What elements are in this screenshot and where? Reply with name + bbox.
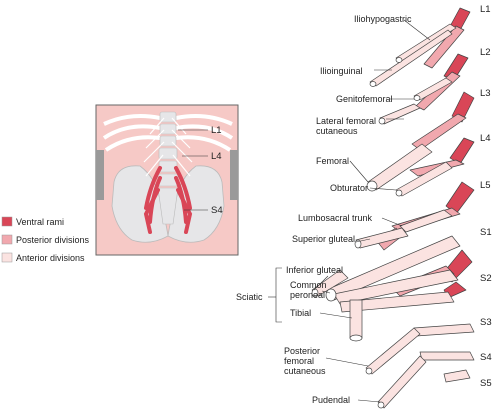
pelvis-inset: L1 L4 S4 xyxy=(95,104,239,256)
inset-ribs xyxy=(102,114,234,152)
root-label-s3: S3 xyxy=(480,317,492,328)
root-level-labels: L1 L2 L3 L4 L5 S1 S2 S3 S4 S5 xyxy=(480,4,492,389)
ventral-rami-roots xyxy=(443,7,475,299)
legend-label-anterior-divisions: Anterior divisions xyxy=(16,253,85,263)
root-label-l2: L2 xyxy=(480,47,491,58)
root-label-s2: S2 xyxy=(480,273,492,284)
root-label-l5: L5 xyxy=(480,180,491,191)
nerve-leaders xyxy=(268,19,431,403)
inset-label-l4: L4 xyxy=(211,151,222,162)
label-superior-gluteal: Superior gluteal xyxy=(292,234,355,244)
root-label-l3: L3 xyxy=(480,88,491,99)
legend-label-ventral-rami: Ventral rami xyxy=(16,217,64,227)
inset-spine xyxy=(157,111,179,225)
inset-label-l1: L1 xyxy=(211,125,222,136)
legend-swatch-anterior-divisions xyxy=(1,252,13,263)
inset-ventral-rami xyxy=(143,166,193,234)
root-label-l1: L1 xyxy=(480,4,491,15)
label-lateral-femoral-cutaneous-2: cutaneous xyxy=(316,126,358,136)
label-posterior-femoral-cutaneous-2: femoral xyxy=(284,356,314,366)
label-sciatic: Sciatic xyxy=(236,292,263,302)
plexus-main xyxy=(311,7,475,409)
label-posterior-femoral-cutaneous-1: Posterior xyxy=(284,346,320,356)
inset-rootlets xyxy=(143,117,193,177)
label-lumbosacral-trunk: Lumbosacral trunk xyxy=(298,213,373,223)
inset-label-s4: S4 xyxy=(211,205,223,216)
anterior-divisions xyxy=(311,23,475,409)
legend-label-posterior-divisions: Posterior divisions xyxy=(16,235,90,245)
label-iliohypogastric: Iliohypogastric xyxy=(354,14,412,24)
legend-swatch-posterior-divisions xyxy=(1,234,13,245)
label-obturator: Obturator xyxy=(330,183,368,193)
root-label-l4: L4 xyxy=(480,133,491,144)
label-common-peroneal-2: peroneal xyxy=(290,290,325,300)
root-label-s1: S1 xyxy=(480,227,492,238)
nerve-labels: Iliohypogastric Ilioinguinal Genitofemor… xyxy=(236,14,412,405)
inset-side-shade-left xyxy=(96,150,104,200)
label-common-peroneal-1: Common xyxy=(290,280,327,290)
label-pudendal: Pudendal xyxy=(312,395,350,405)
root-label-s4: S4 xyxy=(480,352,492,363)
label-posterior-femoral-cutaneous-3: cutaneous xyxy=(284,366,326,376)
label-femoral: Femoral xyxy=(316,156,349,166)
root-label-s5: S5 xyxy=(480,378,492,389)
inset-leaders xyxy=(178,129,208,211)
legend-swatch-ventral-rami xyxy=(1,216,13,227)
inset-side-shade-right xyxy=(230,150,238,200)
label-genitofemoral: Genitofemoral xyxy=(336,94,393,104)
label-inferior-gluteal: Inferior gluteal xyxy=(286,265,343,275)
legend: Ventral rami Posterior divisions Anterio… xyxy=(1,216,90,263)
label-ilioinguinal: Ilioinguinal xyxy=(320,66,363,76)
label-tibial: Tibial xyxy=(290,308,311,318)
label-lateral-femoral-cutaneous-1: Lateral femoral xyxy=(316,116,376,126)
